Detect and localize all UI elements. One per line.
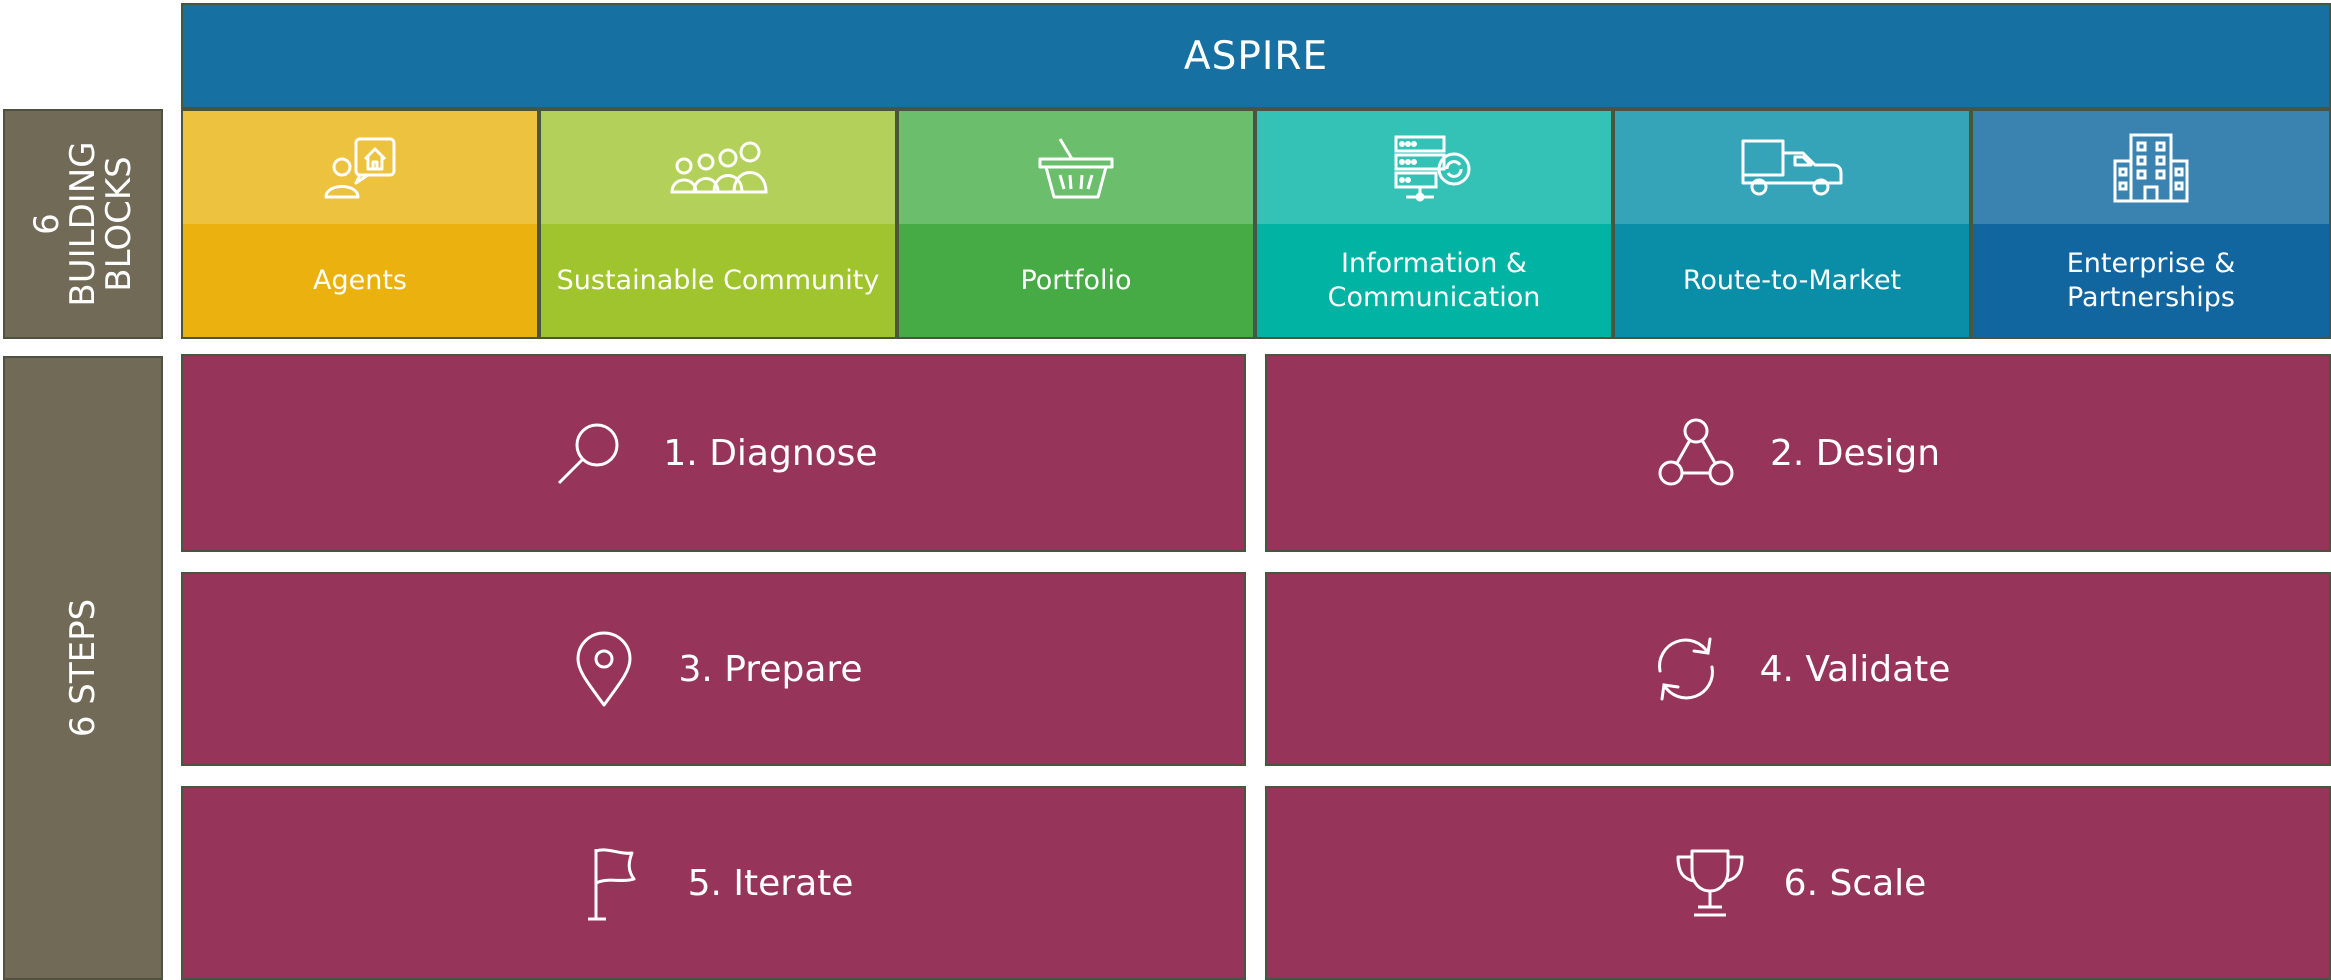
step-validate: 4. Validate <box>1265 572 2331 766</box>
trophy-icon <box>1670 843 1750 923</box>
step-prepare-label: 3. Prepare <box>678 648 863 690</box>
block-agents-label: Agents <box>183 224 537 337</box>
header-title: ASPIRE <box>1183 33 1329 79</box>
block-portfolio-icon-area <box>899 111 1253 224</box>
side-label-line3: BLOCKS <box>99 156 139 292</box>
block-agents-icon-area <box>183 111 537 224</box>
block-sustainable-community: Sustainable Community <box>539 109 897 339</box>
block-enterprise-partnerships: Enterprise & Partnerships <box>1971 109 2331 339</box>
block-information-communication: Information & Communication <box>1255 109 1613 339</box>
step-iterate-label: 5. Iterate <box>687 862 854 904</box>
step-scale: 6. Scale <box>1265 786 2331 980</box>
block-route-icon-area <box>1615 111 1969 224</box>
refresh-icon <box>1646 629 1726 709</box>
block-info-label: Information & Communication <box>1257 224 1611 337</box>
server-icon <box>1392 133 1476 203</box>
block-portfolio: Portfolio <box>897 109 1255 339</box>
flag-icon <box>574 843 654 923</box>
step-validate-label: 4. Validate <box>1759 648 1951 690</box>
step-prepare: 3. Prepare <box>181 572 1246 766</box>
block-info-icon-area <box>1257 111 1611 224</box>
step-diagnose: 1. Diagnose <box>181 354 1246 552</box>
steps-label: 6 STEPS <box>63 598 103 738</box>
step-design: 2. Design <box>1265 354 2331 552</box>
step-diagnose-label: 1. Diagnose <box>663 432 878 474</box>
agent-house-icon <box>320 133 400 203</box>
side-label-line2: BUILDING <box>63 141 103 307</box>
block-community-label: Sustainable Community <box>541 224 895 337</box>
building-icon <box>2111 131 2191 205</box>
block-route-to-market: Route-to-Market <box>1613 109 1971 339</box>
building-blocks-side-label: 6 BUILDING BLOCKS <box>3 109 163 339</box>
aspire-header: ASPIRE <box>181 3 2331 109</box>
community-people-icon <box>668 138 768 198</box>
block-community-icon-area <box>541 111 895 224</box>
block-portfolio-label: Portfolio <box>899 224 1253 337</box>
location-pin-icon <box>564 629 644 709</box>
magnifier-icon <box>549 413 629 493</box>
block-route-label: Route-to-Market <box>1615 224 1969 337</box>
side-label-line1: 6 <box>27 213 67 235</box>
truck-icon <box>1739 137 1845 199</box>
basket-icon <box>1036 133 1116 203</box>
step-iterate: 5. Iterate <box>181 786 1246 980</box>
block-agents: Agents <box>181 109 539 339</box>
step-design-label: 2. Design <box>1769 432 1941 474</box>
step-scale-label: 6. Scale <box>1783 862 1927 904</box>
block-enterprise-icon-area <box>1973 111 2329 224</box>
block-enterprise-label: Enterprise & Partnerships <box>1973 224 2329 337</box>
steps-side-label: 6 STEPS <box>3 356 163 980</box>
network-icon <box>1656 413 1736 493</box>
